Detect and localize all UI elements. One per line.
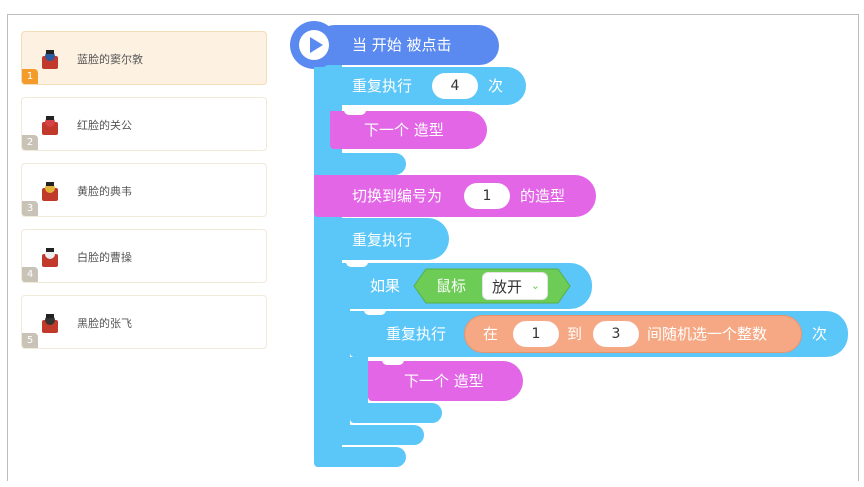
sprite-name: 黑脸的张飞 [77,317,132,330]
dropdown-value: 放开 [492,278,523,296]
sprite-number-badge: 1 [22,69,38,84]
repeat-block-end [314,153,406,175]
sprite-card[interactable]: 红脸的关公 2 [21,97,267,151]
sprite-card[interactable]: 黑脸的张飞 5 [21,295,267,349]
if-block-end [332,425,424,445]
next-costume-block[interactable]: 下一个 造型 [330,110,487,149]
costume-number-input[interactable]: 1 [464,183,510,209]
sprite-number-badge: 4 [22,267,38,282]
random-integer-reporter[interactable]: 在 1 到 3 间随机选一个整数 [464,315,802,353]
repeat-c-arm [314,105,330,155]
opera-mask-icon [42,50,58,69]
play-icon[interactable] [288,19,340,71]
repeat-times-label: 次 [488,77,504,95]
forever-block[interactable]: 重复执行 [314,218,449,260]
opera-mask-icon [42,314,58,333]
sprite-number-badge: 2 [22,135,38,150]
repeat-random-block[interactable]: 重复执行 在 1 到 3 间随机选一个整数 次 [350,310,848,357]
sprite-card[interactable]: 白脸的曹操 4 [21,229,267,283]
when-start-clicked-block[interactable]: 当 开始 被点击 [290,21,499,69]
random-mid-label: 到 [567,325,583,343]
repeat-random-block-end [350,403,442,423]
hat-label: 当 开始 被点击 [352,36,452,54]
random-to-input[interactable]: 3 [593,321,639,347]
next-costume-label: 下一个 造型 [364,121,444,139]
random-from-input[interactable]: 1 [513,321,559,347]
sprite-name: 白脸的曹操 [77,251,132,264]
forever-block-end [314,447,406,467]
repeat-count-input[interactable]: 4 [432,73,478,99]
repeat-random-label: 重复执行 [386,325,447,343]
if-label: 如果 [370,277,401,295]
sprite-card[interactable]: 黄脸的典韦 3 [21,163,267,217]
costume-suffix-label: 的造型 [520,187,566,205]
sprite-name: 蓝脸的窦尔敦 [77,53,143,66]
sprite-number-badge: 5 [22,333,38,348]
sprite-number-badge: 3 [22,201,38,216]
switch-costume-label: 切换到编号为 [352,187,443,205]
repeat-block[interactable]: 重复执行 4 次 [314,67,526,105]
opera-mask-icon [42,182,58,201]
next-costume-label: 下一个 造型 [404,372,484,390]
repeat-random-c-arm [350,357,368,407]
repeat-label: 重复执行 [352,77,413,95]
if-c-arm [332,309,350,431]
switch-costume-block[interactable]: 切换到编号为 1 的造型 [314,175,596,217]
chevron-down-icon: ⌄ [530,279,540,292]
mouse-state-dropdown[interactable]: 放开 ⌄ [482,272,548,300]
editor-frame: 蓝脸的窦尔敦 1 红脸的关公 2 黄脸的典韦 3 [7,14,859,481]
forever-c-arm [314,260,332,450]
sprite-name: 红脸的关公 [77,119,132,132]
repeat-random-times-label: 次 [812,325,828,343]
forever-label: 重复执行 [352,231,413,249]
if-block[interactable]: 如果 鼠标 放开 ⌄ [332,262,592,309]
random-prefix-label: 在 [483,325,499,343]
condition-label: 鼠标 [436,277,467,295]
next-costume-block[interactable]: 下一个 造型 [368,360,523,401]
opera-mask-icon [42,116,58,135]
sprite-card[interactable]: 蓝脸的窦尔敦 1 [21,31,267,85]
random-suffix-label: 间随机选一个整数 [647,325,768,343]
sprite-name: 黄脸的典韦 [77,185,132,198]
opera-mask-icon [42,248,58,267]
